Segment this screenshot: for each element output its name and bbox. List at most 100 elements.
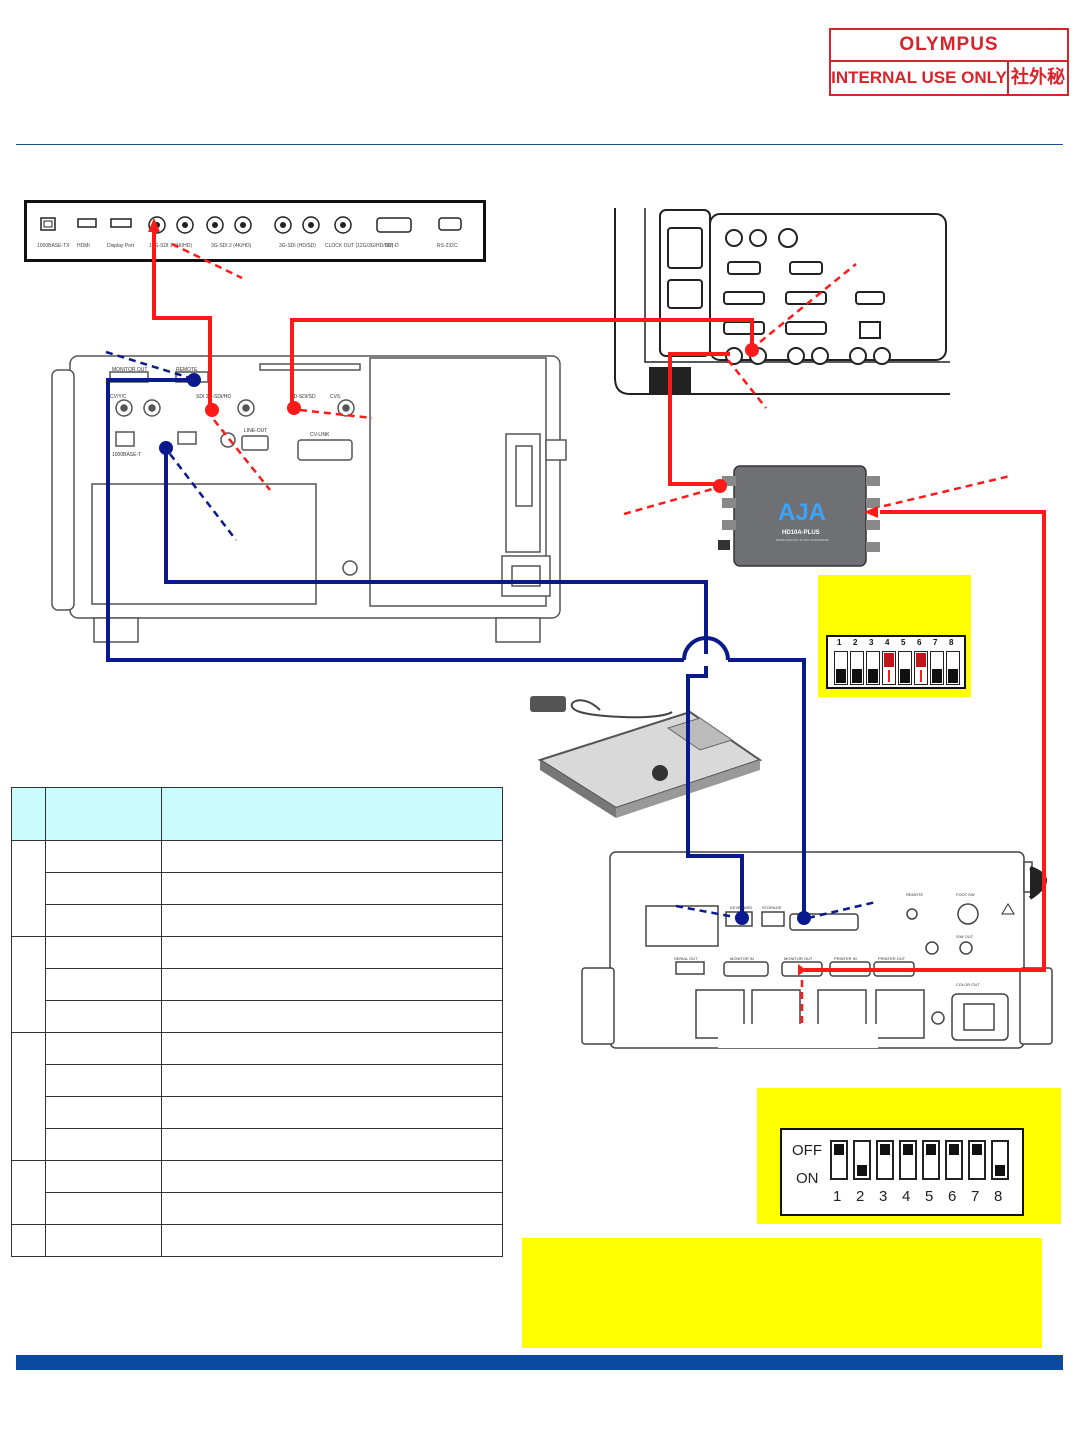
dip-switch-6[interactable]	[945, 1140, 963, 1180]
aja-model: HD10A-PLUS	[782, 530, 820, 536]
dip-switch-knob	[972, 1144, 982, 1155]
dip-switch-3[interactable]	[876, 1140, 894, 1180]
dip-switch-2[interactable]	[853, 1140, 871, 1180]
video-cable-endpoints	[148, 218, 878, 976]
aja-converter-illustration	[718, 465, 880, 567]
table-row	[12, 1000, 503, 1033]
rec-label-printer-out: PRINTER OUT	[878, 956, 906, 961]
proc-label-line-out: LINE-OUT	[244, 428, 267, 434]
table-cell	[45, 1000, 162, 1033]
aja-dip-number: 4	[885, 638, 890, 647]
pointer-lines-red	[171, 242, 1011, 1024]
aja-dip-switch-8[interactable]	[946, 651, 960, 685]
table-cell	[161, 1032, 503, 1065]
olympus-logo: OLYMPUS INTERNAL USE ONLY 社外秘	[829, 28, 1069, 96]
aja-dip-number: 8	[949, 638, 954, 647]
aja-dip-switch-knob	[884, 653, 894, 667]
dip-switch-number: 7	[971, 1188, 980, 1205]
proc-label-cv-l: CV/L	[330, 394, 341, 400]
table-cell	[161, 1096, 503, 1129]
aja-brand: AJA	[778, 499, 826, 526]
aja-dip-number: 1	[837, 638, 842, 647]
port-label-displayport: Display Port	[107, 243, 134, 249]
aja-dip-switch-3[interactable]	[866, 651, 880, 685]
aja-dip-switch-knob	[932, 669, 942, 683]
port-label-dvi: DVI-D	[385, 243, 399, 249]
rec-label-sw-out: S/W OUT	[956, 934, 974, 939]
table-cell	[45, 872, 162, 905]
table-row	[12, 1192, 503, 1225]
dip-switch-number: 2	[856, 1188, 865, 1205]
table-group-cell	[11, 1160, 46, 1225]
note-box	[522, 1238, 1042, 1348]
table-cell	[161, 1224, 503, 1257]
aja-dip-switch-7[interactable]	[930, 651, 944, 685]
table-row	[11, 1224, 503, 1257]
rec-label-printer-in: PRINTER IN	[834, 956, 857, 961]
port-label-sdi-hd: 3G-SDI (HD/SD)	[279, 243, 316, 249]
dip-switch-8[interactable]	[991, 1140, 1009, 1180]
control-cable-endpoints	[159, 373, 811, 925]
table-group-cell	[11, 1224, 46, 1257]
table-group-cell	[11, 1032, 46, 1161]
proc-label-sdi-3g: SDI 3G-SDI/HD	[196, 394, 231, 400]
rec-label-monitor-in: MONITOR IN	[730, 956, 754, 961]
table-group-cell	[11, 840, 46, 937]
aja-dip-switch-4[interactable]	[882, 651, 896, 685]
port-label-hdmi: HDMI	[77, 243, 90, 249]
table-row	[11, 1160, 503, 1225]
dip-switch-4[interactable]	[899, 1140, 917, 1180]
aja-dip-switch-knob	[916, 653, 926, 667]
table-cell	[161, 904, 503, 937]
proc-label-cv-link: CV-LINK	[310, 432, 330, 438]
table-header-cell	[11, 787, 46, 841]
table-cell	[161, 968, 503, 1001]
aja-dip-switch-knob	[852, 669, 862, 683]
rec-label-foot-sw: FOOT SW	[956, 892, 975, 897]
table-row	[11, 1032, 503, 1161]
proc-label-cv-yc: CV/Y/C	[110, 394, 127, 400]
logo-internal-use: INTERNAL USE ONLY	[831, 62, 1009, 94]
aja-dip-number: 6	[917, 638, 922, 647]
table-row	[12, 1064, 503, 1097]
table-row	[12, 1096, 503, 1129]
proc-label-hd-sdi: HD-SDI/SD	[290, 394, 316, 400]
aja-dip-switch-2[interactable]	[850, 651, 864, 685]
control-cables	[106, 378, 806, 912]
table-cell	[45, 904, 162, 937]
dip-switch-number: 8	[994, 1188, 1003, 1205]
dip-switch-knob	[926, 1144, 936, 1155]
proc-label-monitor-out: MONITOR OUT	[112, 367, 147, 373]
aja-dip-switch-1[interactable]	[834, 651, 848, 685]
dip-switch-1[interactable]	[830, 1140, 848, 1180]
rec-label-serial-out: SERIAL OUT	[674, 956, 698, 961]
proc-label-1000base-t: 1000BASE-T	[112, 452, 141, 458]
logo-brand: OLYMPUS	[831, 30, 1067, 62]
table-header-row	[11, 787, 503, 841]
keyboard-illustration	[530, 696, 763, 818]
aja-dip-switch-5[interactable]	[898, 651, 912, 685]
dip-switch-5[interactable]	[922, 1140, 940, 1180]
dip-switch-7[interactable]	[968, 1140, 986, 1180]
aja-dip-switch-knob	[948, 669, 958, 683]
port-label-rs232c: RS-232C	[437, 243, 458, 249]
table-row	[12, 968, 503, 1001]
table-cell	[161, 1064, 503, 1097]
table-group-cell	[11, 936, 46, 1033]
table-row	[12, 872, 503, 905]
dip-switch-number: 5	[925, 1188, 934, 1205]
table-cell	[45, 1128, 162, 1161]
header-rule	[16, 144, 1063, 145]
footer-bar	[16, 1355, 1063, 1370]
dip-on-label: ON	[796, 1170, 819, 1187]
table-cell	[45, 1032, 162, 1065]
table-cell	[161, 1128, 503, 1161]
table-cell	[45, 1160, 162, 1193]
table-cell	[45, 936, 162, 969]
aja-dip-switch-6[interactable]	[914, 651, 928, 685]
aja-dip-number: 2	[853, 638, 858, 647]
table-cell	[161, 840, 503, 873]
